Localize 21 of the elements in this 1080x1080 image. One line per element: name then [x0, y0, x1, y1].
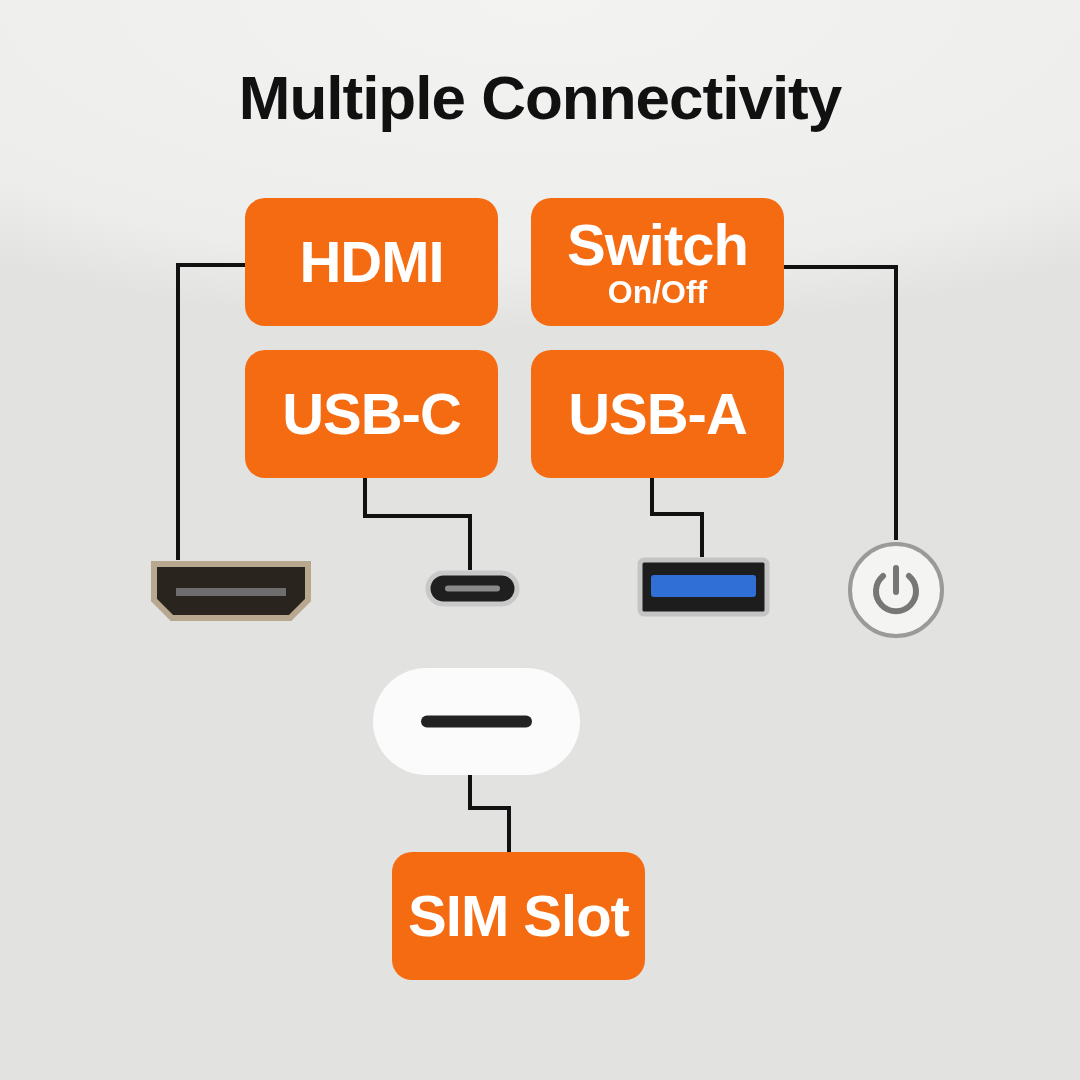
usb-c-port-icon: [425, 570, 520, 607]
leader-line: [650, 478, 704, 557]
callout-box: [531, 198, 784, 326]
callout-text: On/Off: [607, 275, 708, 309]
leader-line: [468, 775, 511, 852]
callout-text: USB-C: [282, 384, 461, 444]
callout-text: USB-A: [568, 384, 747, 444]
hdmi-port-icon: [150, 560, 312, 622]
title: Multiple Connectivity: [237, 62, 843, 133]
usb-a-port-icon: [637, 557, 770, 617]
power-button-icon: [846, 540, 946, 640]
callout-text: Switch: [567, 215, 748, 275]
callout-box: [531, 350, 784, 478]
callout-box: [392, 852, 645, 980]
callout-text: HDMI: [299, 232, 444, 292]
callout-box: [245, 350, 498, 478]
leader-line: [176, 263, 245, 560]
callout-box: [245, 198, 498, 326]
callout-text: SIM Slot: [408, 886, 629, 946]
leader-line: [784, 265, 898, 540]
leader-line: [363, 478, 472, 570]
